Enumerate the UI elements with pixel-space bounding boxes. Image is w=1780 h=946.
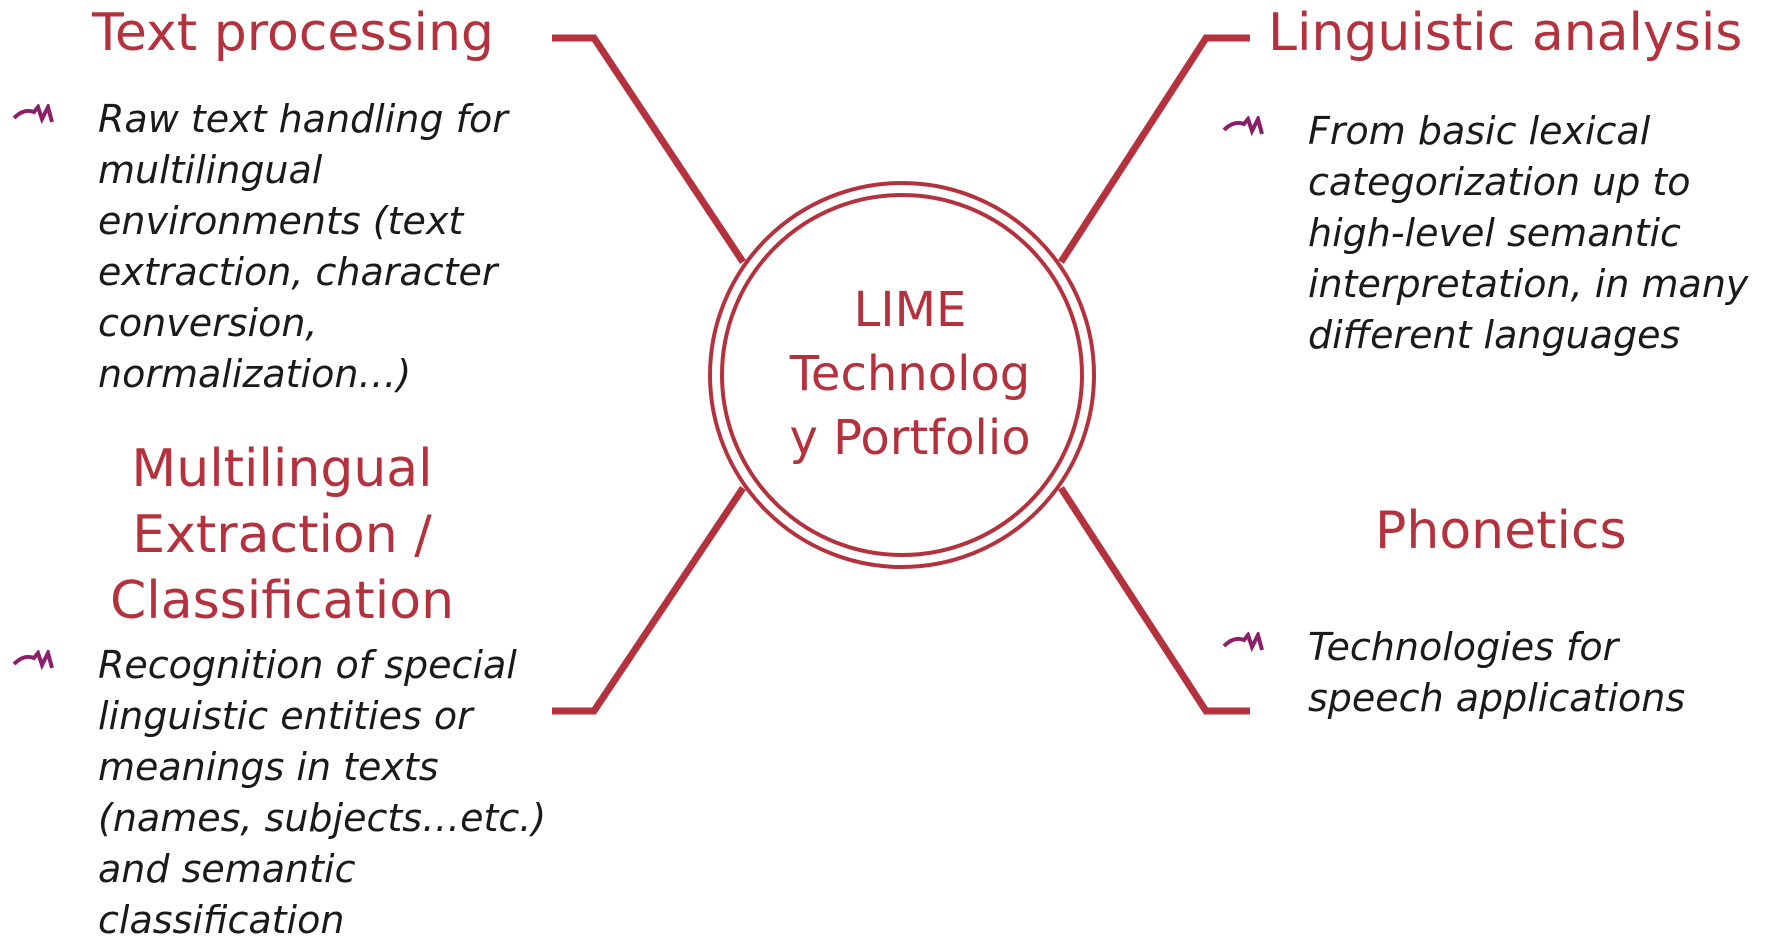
heading-linguistic-analysis: Linguistic analysis bbox=[1268, 3, 1743, 63]
swoosh-bullet-icon bbox=[12, 104, 54, 125]
bullet-line: categorization up to bbox=[1308, 160, 1691, 204]
bullet-line: and semantic bbox=[98, 847, 356, 891]
heading-text-processing: Text processing bbox=[92, 3, 494, 63]
swoosh-bullet-icon bbox=[1222, 632, 1264, 653]
swoosh-bullet-icon bbox=[12, 650, 54, 671]
heading-line: Extraction / bbox=[132, 505, 432, 565]
bullet-line: linguistic entities or bbox=[98, 694, 473, 738]
bullet-description: Recognition of special linguistic entiti… bbox=[98, 640, 546, 946]
bullet-line: speech applications bbox=[1308, 676, 1686, 720]
hub-label: LIME Technolog y Portfolio bbox=[755, 278, 1065, 470]
bullet-line: Technologies for bbox=[1308, 625, 1619, 669]
bullet-multilingual-extraction: Recognition of special linguistic entiti… bbox=[12, 640, 552, 942]
bullet-line: From basic lexical bbox=[1308, 109, 1651, 153]
bullet-line: high-level semantic bbox=[1308, 211, 1681, 255]
bullet-line: conversion, bbox=[98, 301, 318, 345]
heading-line: Classification bbox=[109, 571, 455, 631]
bullet-line: Raw text handling for bbox=[98, 97, 508, 141]
bullet-line: different languages bbox=[1308, 313, 1681, 357]
hub-line: LIME bbox=[853, 282, 967, 338]
bullet-description: Raw text handling for multilingual envir… bbox=[98, 94, 508, 400]
connector-text-processing bbox=[552, 34, 746, 264]
connector-multilingual-extraction bbox=[552, 486, 746, 715]
bullet-description: From basic lexical categorization up to … bbox=[1308, 106, 1748, 361]
bullet-text-processing: Raw text handling for multilingual envir… bbox=[12, 94, 552, 404]
bullet-line: environments (text bbox=[98, 199, 464, 243]
bullet-line: interpretation, in many bbox=[1308, 262, 1749, 306]
hub-line: y Portfolio bbox=[789, 410, 1031, 466]
bullet-description: Technologies for speech applications bbox=[1308, 622, 1685, 724]
swoosh-bullet-icon bbox=[1222, 116, 1264, 137]
bullet-line: normalization…) bbox=[98, 352, 412, 396]
heading-phonetics: Phonetics bbox=[1375, 501, 1627, 561]
bullet-line: classification bbox=[98, 898, 345, 942]
bullet-line: Recognition of special bbox=[98, 643, 517, 687]
bullet-phonetics: Technologies for speech applications bbox=[1222, 622, 1777, 732]
bullet-line: multilingual bbox=[98, 148, 323, 192]
bullet-line: extraction, character bbox=[98, 250, 498, 294]
hub-line: Technolog bbox=[789, 346, 1031, 402]
bullet-line: (names, subjects…etc.) bbox=[98, 796, 547, 840]
connector-linguistic-analysis bbox=[1058, 34, 1250, 264]
bullet-linguistic-analysis: From basic lexical categorization up to … bbox=[1222, 106, 1777, 366]
connector-phonetics bbox=[1058, 486, 1250, 715]
bullet-line: meanings in texts bbox=[98, 745, 439, 789]
hub-circle bbox=[708, 181, 1096, 569]
heading-multilingual-extraction: Multilingual Extraction / Classification bbox=[62, 436, 502, 634]
heading-line: Multilingual bbox=[131, 439, 433, 499]
